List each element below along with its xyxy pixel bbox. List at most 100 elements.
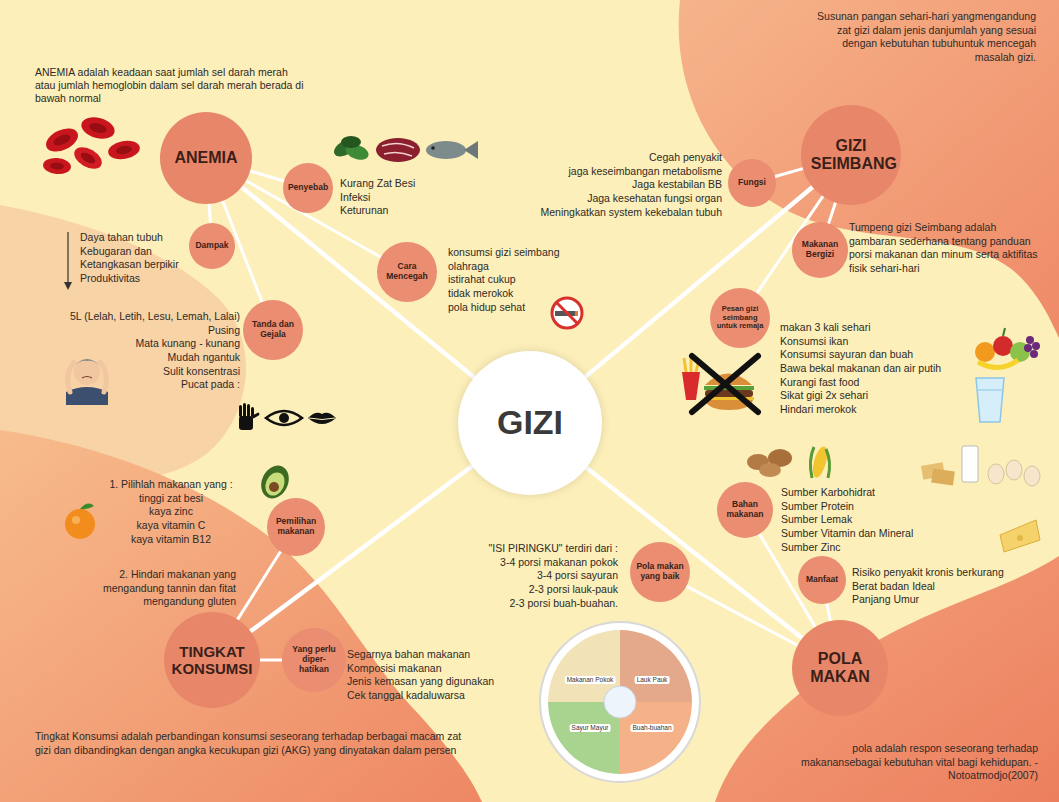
label-group: Cegah penyakitjaga keseimbangan metaboli… [507,151,722,219]
subtopic-circle: Fungsi [728,159,776,207]
note-text: Jenis kemasan yang digunakan [347,675,527,689]
topic-circle: TINGKAT KONSUMSI [164,612,260,708]
note-text: Sumber Lemak [781,513,921,527]
label-group: Susunan pangan sehari-hari yangmengandun… [808,10,1036,65]
subtopic-circle: Bahan makanan [717,482,773,538]
note-text: Sikat gigi 2x sehari [780,389,960,403]
connector-line [242,187,475,377]
hand-icon [243,403,246,417]
note-text: mengandung gluten [60,595,236,609]
eye-icon [279,413,289,423]
stressed-person [82,377,92,379]
note-text: Segarnya bahan makanan [347,648,527,662]
note-text: Komposisi makanan [347,662,527,676]
background-shapes [0,430,482,802]
fruits [1030,350,1038,358]
node-label: Makanan Bergizi [797,240,843,260]
isi-piringku-plate [540,622,700,782]
note-text: Mudah ngantuk [40,351,240,365]
note-text: Sumber Protein [781,500,921,514]
fruits [1003,328,1005,336]
meat [376,138,420,162]
avocado [262,469,288,498]
note-text: 2-3 porsi buah-buahan. [440,597,618,611]
note-text: Bawa bekal makanan dan air putih [780,362,960,376]
lips-icon [308,413,336,424]
label-group: Tingkat Konsumsi adalah perbandingan kon… [35,730,465,757]
red-blood-cells [79,114,117,142]
fruits [1026,336,1034,344]
label-group: Daya tahan tubuhKebugaran danKetangkasan… [80,231,186,286]
stressed-person [66,359,108,405]
node-label: Cara Mencegah [383,262,432,282]
fast-food-crossed [692,356,758,412]
label-group: 2. Hindari makanan yang mengandung tanni… [60,568,236,609]
down-arrow [67,232,68,284]
node-label: Pola makan yang baik [636,562,685,582]
note-text: Berat badan Ideal [852,580,1032,594]
meat [382,143,414,156]
topic-circle: POLA MAKAN [792,620,888,716]
note-text: Jaga kestabilan BB [507,178,722,192]
note-text: istirahat cukup [448,273,588,287]
note-text: Mata kunang - kunang [40,337,240,351]
spinach [331,136,371,163]
note-text: "ISI PIRINGKU" terdiri dari : [440,542,618,556]
connector-line [250,171,284,181]
water-glass [976,378,1004,422]
label-group: Kurang Zat BesiInfeksiKeturunan [340,177,460,218]
note-text: Sumber Karbohidrat [781,486,921,500]
cheese [1017,535,1023,541]
avocado [256,461,294,503]
stressed-person [68,362,74,392]
lips-icon [309,418,335,420]
red-blood-cells [88,121,108,134]
label-group: Risiko penyakit kronis berkurangBerat ba… [852,566,1032,607]
note-text: Infeksi [340,191,460,205]
fruits [1032,342,1040,350]
label-group: "ISI PIRINGKU" terdiri dari :3-4 porsi m… [440,542,618,610]
background-shapes [715,556,1059,802]
note-text: Pucat pada : [40,378,240,392]
note-text: tidak merokok [448,287,588,301]
note-text: Produktivitas [80,272,186,286]
crackers [931,469,955,486]
stressed-person [66,387,108,405]
fruits [1024,344,1032,352]
red-blood-cells [107,138,142,161]
potatoes [759,463,781,477]
hand-icon [252,412,260,419]
stressed-person [74,359,100,366]
node-label: TINGKAT KONSUMSI [171,643,253,678]
connector-line [250,466,472,631]
fish [464,141,478,159]
subtopic-circle: Pemilihan makanan [267,498,325,556]
eggs [1024,466,1040,486]
note-text: Jaga kesehatan fungsi organ [507,192,722,206]
no-smoking-sign [552,298,582,328]
note-text: Tingkat Konsumsi adalah perbandingan kon… [35,730,465,757]
orange [72,516,80,524]
connector-line [775,169,803,177]
plate-label: Buah-buahan [630,724,673,732]
note-text: 1. Pilihlah makanan yang : [96,478,246,492]
red-blood-cells [42,157,71,175]
note-text: pola hidup sehat [448,301,588,315]
cheese [1000,520,1040,552]
plate-label: Sayur Mayur [570,724,611,732]
orange [80,504,94,510]
eggs [1006,460,1022,480]
note-text: ANEMIA adalah keadaan saat jumlah sel da… [35,66,305,105]
label-group: 5L (Lelah, Letih, Lesu, Lemah, Lalai)Pus… [40,310,240,392]
potatoes [747,449,792,477]
note-text: Tumpeng gizi Seimbang adalah gambaran se… [849,221,1044,276]
note-text: Konsumsi ikan [780,335,960,349]
eggs [988,460,1040,486]
note-text: Panjang Umur [852,593,1032,607]
note-text: 3-4 porsi sayuran [440,569,618,583]
water-glass [976,378,1004,422]
note-text: Hindari merokok [780,403,960,417]
label-group: Segarnya bahan makananKomposisi makananJ… [347,648,527,703]
fast-food-crossed [682,372,700,400]
